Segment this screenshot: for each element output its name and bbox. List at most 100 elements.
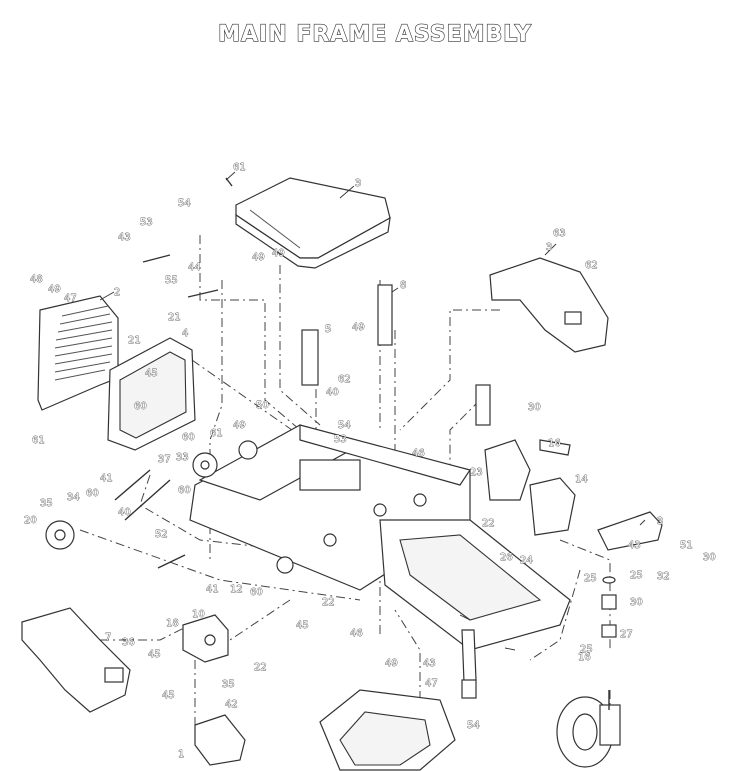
callout: 61 bbox=[210, 428, 223, 439]
housing-parts bbox=[484, 439, 576, 536]
callout: 16 bbox=[548, 438, 561, 449]
callout: 42 bbox=[225, 699, 238, 710]
callout: 22 bbox=[482, 518, 495, 529]
callout: 30 bbox=[703, 552, 716, 563]
callout: 8 bbox=[400, 280, 406, 291]
caster-wheel-part bbox=[556, 690, 621, 768]
callout: 18 bbox=[166, 618, 179, 629]
left-fender-part bbox=[21, 607, 131, 713]
callout: 49 bbox=[385, 658, 398, 669]
main-frame-part bbox=[189, 424, 571, 651]
callout: 49 bbox=[352, 322, 365, 333]
callout: 10 bbox=[192, 609, 205, 620]
callout: 36 bbox=[122, 637, 135, 648]
callout: 26 bbox=[500, 552, 513, 563]
callout: 54 bbox=[178, 198, 191, 209]
callout: 62 bbox=[338, 374, 351, 385]
side-frame-panel-part bbox=[107, 337, 196, 451]
callout: 12 bbox=[230, 584, 243, 595]
callout: 49 bbox=[233, 420, 246, 431]
bolts bbox=[114, 177, 233, 569]
callout: 7 bbox=[105, 632, 111, 643]
callout: 60 bbox=[134, 401, 147, 412]
callout: 3 bbox=[546, 242, 552, 253]
callout: 33 bbox=[176, 452, 189, 463]
control-bracket-part bbox=[182, 614, 229, 663]
callout: 53 bbox=[334, 434, 347, 445]
callout: 54 bbox=[467, 720, 480, 731]
caster-spindle-parts bbox=[601, 576, 617, 638]
callout: 61 bbox=[233, 162, 246, 173]
callout: 5 bbox=[325, 324, 331, 335]
callout: 21 bbox=[128, 335, 141, 346]
callout: 43 bbox=[423, 658, 436, 669]
callout: 34 bbox=[67, 492, 80, 503]
callout: 32 bbox=[657, 571, 670, 582]
callout: 44 bbox=[188, 262, 201, 273]
diagram-title: MAIN FRAME ASSEMBLY bbox=[218, 21, 532, 47]
callout: 49 bbox=[252, 252, 265, 263]
callout: 60 bbox=[178, 485, 191, 496]
callout: 41 bbox=[206, 584, 219, 595]
callout: 46 bbox=[350, 628, 363, 639]
callout: 25 bbox=[584, 573, 597, 584]
callout: 30 bbox=[630, 597, 643, 608]
support-leg-part bbox=[461, 629, 477, 699]
callout: 61 bbox=[32, 435, 45, 446]
pulley-parts bbox=[45, 440, 258, 550]
small-guard-part bbox=[194, 714, 246, 766]
callout: 53 bbox=[140, 217, 153, 228]
callout: 27 bbox=[620, 629, 633, 640]
callout: 40 bbox=[118, 507, 131, 518]
callout: 62 bbox=[585, 260, 598, 271]
callout: 25 bbox=[580, 644, 593, 655]
grille-panel-part bbox=[37, 295, 119, 411]
callout: 43 bbox=[118, 232, 131, 243]
callout: 25 bbox=[630, 570, 643, 581]
callout-numbers: 61 3 54 53 43 49 49 44 55 48 49 47 2 21 … bbox=[24, 162, 716, 761]
callout: 54 bbox=[338, 420, 351, 431]
callout: 16 bbox=[578, 652, 591, 663]
callout: 24 bbox=[520, 555, 533, 566]
callout: 41 bbox=[100, 473, 113, 484]
callout: 45 bbox=[148, 649, 161, 660]
callout: 45 bbox=[296, 620, 309, 631]
callout: 22 bbox=[254, 662, 267, 673]
callout: 22 bbox=[322, 597, 335, 608]
callout: 60 bbox=[182, 432, 195, 443]
callout: 4 bbox=[182, 328, 188, 339]
callout: 3 bbox=[657, 516, 663, 527]
callout: 3 bbox=[355, 178, 361, 189]
callout: 49 bbox=[272, 248, 285, 259]
callout: 43 bbox=[628, 540, 641, 551]
right-support-part bbox=[597, 511, 663, 551]
callout: 20 bbox=[24, 515, 37, 526]
callout: 51 bbox=[680, 540, 693, 551]
vertical-bracket-parts bbox=[301, 284, 491, 426]
callout: 23 bbox=[470, 467, 483, 478]
callout: 47 bbox=[64, 293, 77, 304]
callout: 63 bbox=[553, 228, 566, 239]
callout: 2 bbox=[114, 287, 120, 298]
callout: 60 bbox=[86, 488, 99, 499]
bottom-pan-part bbox=[319, 689, 456, 771]
callout: 21 bbox=[168, 312, 181, 323]
callout: 52 bbox=[155, 529, 168, 540]
callout: 47 bbox=[425, 678, 438, 689]
callout: 50 bbox=[256, 400, 269, 411]
callout: 37 bbox=[158, 454, 171, 465]
callout: 60 bbox=[250, 587, 263, 598]
callout: 35 bbox=[40, 498, 53, 509]
seat-pan-part bbox=[235, 177, 391, 269]
callout: 48 bbox=[30, 274, 43, 285]
callout-leaders bbox=[99, 171, 646, 651]
callout: 30 bbox=[528, 402, 541, 413]
callout: 45 bbox=[145, 368, 158, 379]
callout: 45 bbox=[162, 690, 175, 701]
right-fender-bracket-part bbox=[489, 257, 609, 353]
callout: 35 bbox=[222, 679, 235, 690]
callout: 40 bbox=[326, 387, 339, 398]
callout: 14 bbox=[575, 474, 588, 485]
callout: 1 bbox=[178, 749, 184, 760]
